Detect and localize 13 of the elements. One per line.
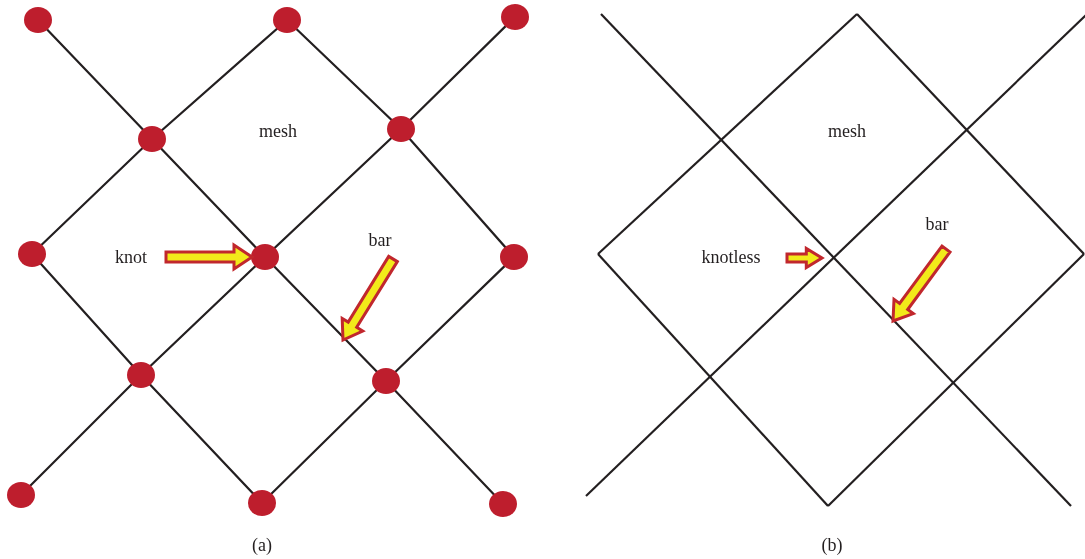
mesh-label: mesh (828, 122, 866, 140)
mesh-label: mesh (259, 122, 297, 140)
callout-label: bar (368, 231, 392, 249)
knot-dot (251, 244, 279, 270)
panel-label: (b) (821, 536, 843, 554)
callout-label: knotless (701, 248, 761, 266)
callout-label: bar (925, 215, 949, 233)
pointer-arrow (891, 243, 953, 324)
pointer-arrow (340, 254, 400, 343)
pointer-arrow (164, 242, 255, 272)
callout-label: knot (115, 248, 147, 266)
panel-label: (a) (252, 536, 272, 554)
pointer-arrow (785, 245, 825, 271)
